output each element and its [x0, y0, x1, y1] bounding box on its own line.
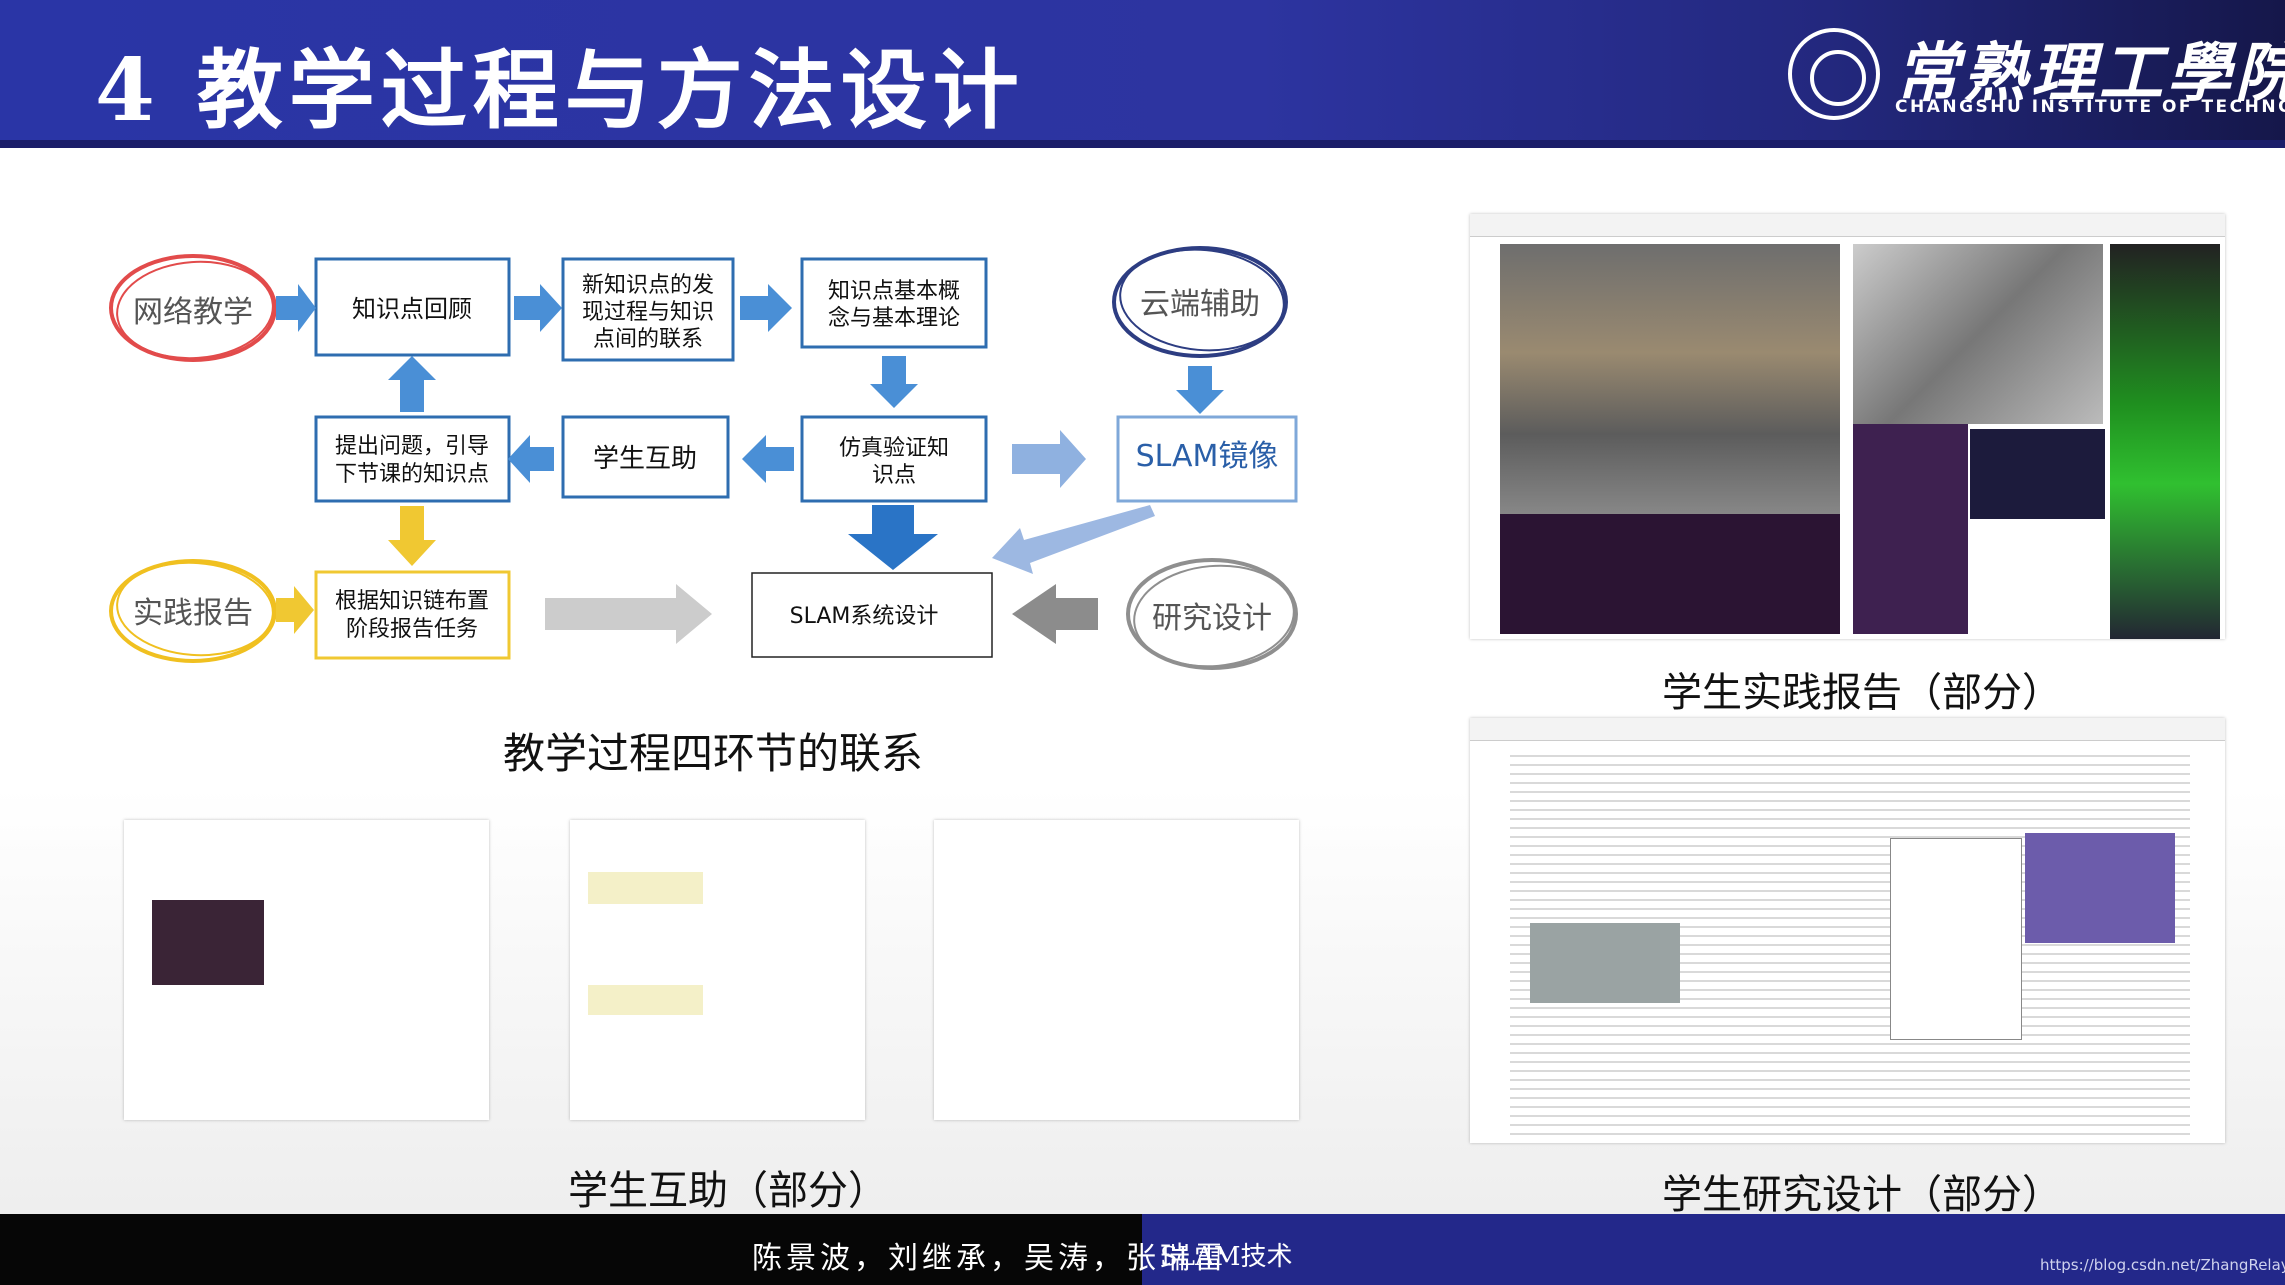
- practice-report-caption: 学生实践报告（部分）: [1662, 670, 2062, 716]
- box-discovery: [561, 257, 735, 362]
- arrow-review-to-discovery: [514, 284, 562, 332]
- optical-flow-panel: [1853, 244, 2103, 424]
- chat-photo: [152, 900, 264, 985]
- node-concepts-line1: 知识点基本概: [828, 279, 960, 304]
- node-raise-questions-line2: 下节课的知识点: [335, 462, 489, 487]
- box-concepts: [800, 257, 988, 349]
- box-raise-questions: [314, 415, 511, 503]
- slam-feature-photo: [1500, 244, 1840, 516]
- terminal-output-1: [1500, 514, 1840, 634]
- research-design-screenshot: [1470, 718, 2225, 1143]
- paper-figure-robot: [1530, 923, 1680, 1003]
- footer-url: https://blog.csdn.net/ZhangRelay: [2040, 1256, 2285, 1274]
- node-review: 知识点回顾: [352, 295, 472, 323]
- bundle-adjustment-panel: [1970, 429, 2105, 519]
- arrow-simulation-to-mutual: [742, 435, 794, 483]
- node-concepts-line2: 念与基本理论: [828, 306, 960, 331]
- ellipse-cloud-assist: 云端辅助: [1112, 246, 1288, 358]
- node-discovery-line2: 现过程与知识: [582, 300, 714, 325]
- arrow-slam-image-to-design: [992, 505, 1155, 574]
- arrow-cloud-to-slam-image: [1176, 366, 1224, 414]
- node-simulation-line1: 仿真验证知: [839, 436, 949, 461]
- node-mutual-help: 学生互助: [593, 444, 697, 474]
- paper-figure-flowchart: [1890, 838, 2022, 1040]
- page-title: 4 教学过程与方法设计: [95, 40, 1025, 141]
- node-network-teaching: 网络教学: [133, 295, 253, 330]
- arrow-assign-to-slam-design: [545, 584, 712, 644]
- box-review: [314, 257, 511, 357]
- direct-method-panel: [2110, 244, 2220, 639]
- school-seal-icon: [1788, 28, 1880, 120]
- arrow-network-to-review: [276, 284, 316, 332]
- box-simulation: [800, 415, 988, 503]
- ellipse-network-teaching: 网络教学: [109, 254, 277, 362]
- school-logo-english: CHANGSHU INSTITUTE OF TECHNOLOGY: [1895, 97, 2285, 117]
- node-discovery-line3: 点间的联系: [593, 327, 703, 352]
- header-underline: [0, 140, 2285, 148]
- school-logo-name: 常熟理工學院: [1895, 36, 2285, 111]
- arrow-research-to-slam-design: [1012, 584, 1098, 644]
- teaching-flow-diagram: 网络教学 云端辅助 实践报告 研究设计 知识点回顾 新知识点的发 现过程与知识 …: [109, 246, 1298, 670]
- node-research-design: 研究设计: [1152, 601, 1272, 636]
- node-cloud-assist: 云端辅助: [1140, 287, 1260, 322]
- mutual-help-chat-1: [124, 820, 489, 1120]
- arrow-raise-questions-to-review: [388, 356, 436, 412]
- practice-report-screenshot: [1470, 214, 2225, 639]
- arrow-practice-to-assign: [276, 586, 314, 634]
- node-slam-image: SLAM镜像: [1136, 439, 1279, 474]
- arrow-raise-questions-to-assign: [388, 506, 436, 566]
- node-practice-report: 实践报告: [133, 596, 253, 631]
- node-slam-design: SLAM系统设计: [790, 604, 939, 629]
- node-assign-reports-line1: 根据知识链布置: [335, 589, 489, 614]
- box-slam-design: [751, 572, 993, 658]
- mutual-help-chat-2: [570, 820, 865, 1120]
- arrow-discovery-to-concepts: [740, 284, 792, 332]
- node-simulation-line2: 识点: [872, 463, 916, 488]
- terminal-output-2: [1853, 424, 1968, 634]
- mutual-help-chat-3: [934, 820, 1299, 1120]
- arrow-mutual-to-raise-questions: [508, 435, 554, 483]
- node-discovery-line1: 新知识点的发: [582, 273, 714, 298]
- pdf-toolbar-2: [1470, 718, 2225, 741]
- pdf-toolbar: [1470, 214, 2225, 237]
- code-snippet-2: [588, 985, 703, 1015]
- code-snippet-1: [588, 872, 703, 904]
- ellipse-practice-report: 实践报告: [109, 559, 277, 663]
- node-assign-reports-line2: 阶段报告任务: [346, 617, 478, 642]
- box-mutual-help: [561, 415, 730, 499]
- box-slam-image: [1116, 415, 1298, 503]
- header-bar: [0, 0, 2285, 145]
- arrow-concepts-to-simulation: [870, 356, 918, 408]
- arrow-to-slam-image: [1012, 430, 1086, 488]
- footer-course: SLAM技术: [1160, 1242, 1293, 1272]
- paper-figure-3d: [2025, 833, 2175, 943]
- ellipse-research-design: 研究设计: [1126, 558, 1298, 670]
- footer-authors: 陈景波，刘继承，吴涛，张瑞雷: [752, 1241, 1228, 1276]
- box-assign-reports: [314, 570, 511, 660]
- mutual-help-caption: 学生互助（部分）: [568, 1168, 888, 1214]
- footer-course-bar: [1142, 1214, 2285, 1285]
- diagram-caption: 教学过程四环节的联系: [503, 729, 924, 778]
- research-design-caption: 学生研究设计（部分）: [1662, 1172, 2062, 1218]
- arrow-simulation-to-slam-design: [848, 505, 938, 570]
- node-raise-questions-line1: 提出问题，引导: [335, 434, 489, 459]
